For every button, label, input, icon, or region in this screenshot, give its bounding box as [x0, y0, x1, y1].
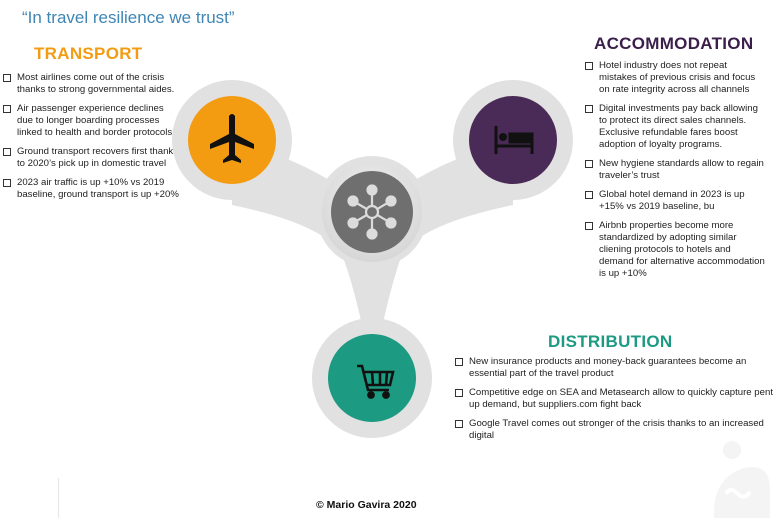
distribution-item: New insurance products and money-back gu…: [455, 356, 775, 380]
accommodation-heading: ACCOMMODATION: [594, 34, 754, 53]
distribution-list: New insurance products and money-back gu…: [455, 356, 775, 449]
page-title: “In travel resilience we trust”: [22, 8, 235, 27]
network-hub-icon: [347, 184, 397, 240]
transport-heading: TRANSPORT: [34, 44, 143, 63]
watermark-logo: [713, 441, 770, 518]
divider-line: [58, 478, 59, 518]
distribution-item: Competitive edge on SEA and Metasearch a…: [455, 387, 775, 411]
center-node: [331, 171, 413, 253]
transport-item: Ground transport recovers first thanks t…: [3, 146, 181, 170]
transport-item: Air passenger experience declines due to…: [3, 103, 181, 139]
accommodation-item: Global hotel demand in 2023 is up +15% v…: [585, 189, 767, 213]
copyright-footer: © Mario Gavira 2020: [316, 499, 417, 511]
accommodation-item: Airbnb properties become more standardiz…: [585, 220, 767, 280]
transport-node: [188, 96, 276, 184]
accommodation-item: New hygiene standards allow to regain tr…: [585, 158, 767, 182]
accommodation-node: [469, 96, 557, 184]
transport-list: Most airlines come out of the crisis tha…: [3, 72, 181, 208]
distribution-heading: DISTRIBUTION: [548, 332, 673, 351]
airplane-icon: [210, 114, 254, 163]
distribution-node: [328, 334, 416, 422]
bed-icon: [494, 126, 534, 154]
transport-item: Most airlines come out of the crisis tha…: [3, 72, 181, 96]
distribution-item: Google Travel comes out stronger of the …: [455, 418, 775, 442]
accommodation-item: Digital investments pay back allowing to…: [585, 103, 767, 151]
accommodation-list: Hotel industry does not repeat mistakes …: [585, 60, 767, 287]
shopping-cart-icon: [357, 364, 395, 399]
transport-item: 2023 air traffic is up +10% vs 2019 base…: [3, 177, 181, 201]
accommodation-item: Hotel industry does not repeat mistakes …: [585, 60, 767, 96]
